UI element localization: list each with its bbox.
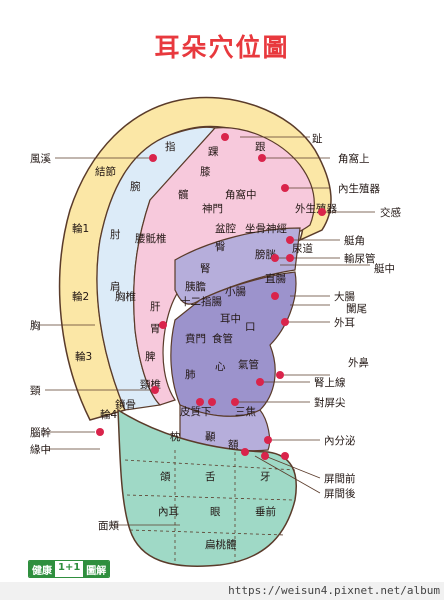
callout-neifenmi: 內分泌 bbox=[324, 434, 356, 447]
lobe-region bbox=[117, 408, 297, 567]
callout-shenshangxian: 腎上線 bbox=[314, 376, 346, 389]
label-zhen: 枕 bbox=[170, 430, 181, 443]
label-shiguan: 食管 bbox=[212, 332, 233, 345]
label-toe: 趾 bbox=[312, 132, 323, 145]
label-she: 舌 bbox=[205, 471, 216, 483]
callout-shuniaoguan: 輸尿管 bbox=[344, 252, 376, 265]
callout-waier: 外耳 bbox=[334, 317, 355, 329]
label-zhou: 肘 bbox=[110, 228, 121, 241]
logo-part2: 1+1 bbox=[55, 561, 84, 577]
callout-neishengzhiqi: 內生殖器 bbox=[338, 182, 380, 195]
label-jian: 肩 bbox=[110, 280, 121, 293]
label-nie: 顳 bbox=[205, 431, 216, 443]
callout-waibi: 外鼻 bbox=[348, 356, 369, 369]
label-wei: 胃 bbox=[150, 323, 161, 335]
label-pizhixia: 皮質下 bbox=[180, 405, 212, 418]
label-ya: 牙 bbox=[260, 471, 271, 483]
logo-part1: 健康 bbox=[29, 561, 55, 577]
source-url: https://weisun4.pixnet.net/album bbox=[0, 582, 444, 600]
label-jiejie: 結節 bbox=[95, 165, 116, 178]
callout-jiaogan: 交感 bbox=[380, 206, 401, 219]
antihelix-region bbox=[133, 127, 315, 406]
callout-tingjiao: 艇角 bbox=[344, 234, 365, 247]
label-biantaoti: 扁桃體 bbox=[205, 538, 237, 551]
label-chuiqian: 垂前 bbox=[255, 505, 276, 518]
label-xiongzhui: 胸椎 bbox=[115, 290, 136, 303]
label-neier: 內耳 bbox=[158, 506, 179, 518]
callout-labels-right: 角窩上 內生殖器 交感 艇角 輸尿管 艇中 大腸 闌尾 外耳 外鼻 腎上線 對屏… bbox=[314, 152, 401, 500]
label-yidan: 胰膽 bbox=[185, 280, 206, 293]
label-zhi: 指 bbox=[165, 140, 176, 153]
region-labels: 結節 輪1 輪2 輪3 輪4 指 腕 肘 肩 鎖骨 趾 踝 跟 膝 髖 腰骶椎 … bbox=[72, 132, 337, 551]
callout-jiaowoshang: 角窩上 bbox=[338, 152, 370, 165]
label-zhichang: 直腸 bbox=[265, 272, 286, 285]
label-shen: 腎 bbox=[200, 263, 211, 275]
callout-xiong: 胸 bbox=[30, 319, 41, 332]
label-yaodizhui: 腰骶椎 bbox=[135, 232, 167, 245]
label-lun2: 輪2 bbox=[72, 290, 89, 303]
callout-tingzhong: 艇中 bbox=[374, 262, 395, 275]
label-shierzhichang: 十二指腸 bbox=[180, 295, 222, 308]
label-suogu: 鎖骨 bbox=[115, 398, 136, 411]
callout-pingjianqian: 屏間前 bbox=[324, 472, 356, 485]
label-lun4: 輪4 bbox=[100, 408, 117, 421]
label-shenmen: 神門 bbox=[202, 202, 223, 215]
label-he: 頜 bbox=[160, 470, 171, 483]
concha-cavum bbox=[170, 271, 297, 417]
label-niaodao: 尿道 bbox=[292, 242, 313, 255]
label-kou: 口 bbox=[245, 321, 256, 333]
callout-pingjianhou: 屏間後 bbox=[324, 487, 356, 500]
label-erzhong: 耳中 bbox=[220, 312, 241, 325]
label-pi: 脾 bbox=[145, 350, 156, 363]
label-waishengzhiqi: 外生殖器 bbox=[295, 202, 337, 215]
acupoint-dots bbox=[96, 133, 326, 460]
callout-mianjia: 面頰 bbox=[98, 519, 119, 532]
label-e: 額 bbox=[228, 438, 239, 451]
label-gan: 肝 bbox=[150, 301, 161, 313]
label-yan: 眼 bbox=[210, 506, 221, 518]
page-title: 耳朵穴位圖 bbox=[154, 33, 290, 62]
label-tun: 臀 bbox=[215, 241, 226, 253]
label-lun3: 輪3 bbox=[75, 350, 92, 363]
label-sanjiao: 三焦 bbox=[235, 405, 256, 418]
label-xiaochang: 小腸 bbox=[225, 286, 246, 298]
callout-dachang: 大腸 bbox=[334, 290, 355, 303]
logo-part3: 圖解 bbox=[83, 561, 110, 577]
label-wan: 腕 bbox=[130, 180, 141, 193]
label-huai: 踝 bbox=[208, 146, 219, 158]
label-jiaowozhong: 角窩中 bbox=[225, 188, 257, 201]
callout-naogan: 腦幹 bbox=[30, 426, 51, 439]
callout-duipingjian: 對屏尖 bbox=[314, 396, 346, 409]
callout-labels-left: 風溪 胸 頸 腦幹 緣中 面頰 bbox=[30, 153, 119, 532]
label-benmen: 賁門 bbox=[185, 332, 206, 345]
lobe-grid bbox=[124, 450, 296, 565]
callout-jing: 頸 bbox=[30, 385, 41, 397]
callout-lanwei: 闌尾 bbox=[346, 303, 367, 315]
callout-fengxi: 風溪 bbox=[30, 153, 51, 165]
label-qiguan: 氣管 bbox=[238, 358, 259, 371]
label-gen: 跟 bbox=[255, 141, 266, 153]
label-kuan: 髖 bbox=[178, 188, 189, 201]
label-fei: 肺 bbox=[185, 369, 196, 381]
label-xi: 膝 bbox=[200, 165, 211, 178]
label-zuogu: 坐骨神經 bbox=[245, 222, 287, 235]
callout-yuanzhong: 緣中 bbox=[30, 443, 51, 456]
concha-cymba bbox=[174, 227, 301, 305]
callout-lines bbox=[40, 136, 375, 526]
label-lun1: 輪1 bbox=[72, 222, 89, 235]
label-penqiang: 盆腔 bbox=[215, 222, 236, 235]
brand-logo: 健康 1+1 圖解 bbox=[28, 560, 111, 578]
label-xin: 心 bbox=[215, 361, 226, 373]
